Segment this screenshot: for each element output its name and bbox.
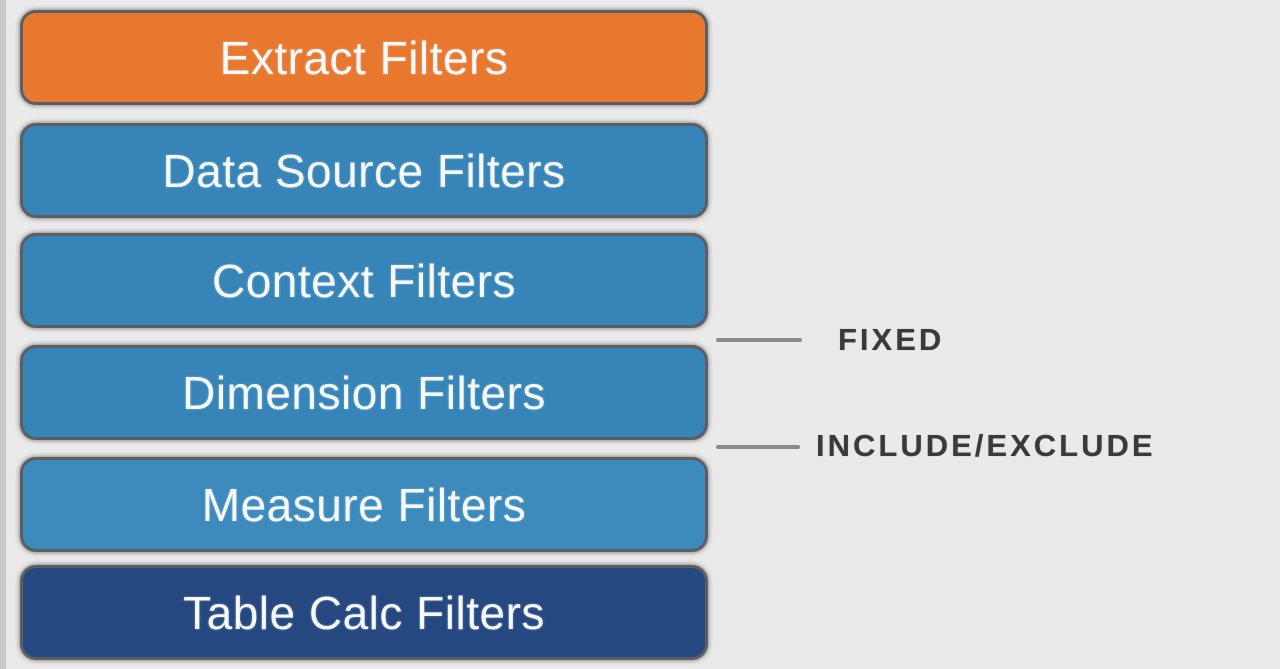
filter-box-label: Extract Filters	[219, 31, 509, 84]
filter-box-data-source: Data Source Filters	[20, 123, 708, 218]
left-edge-strip	[0, 0, 6, 669]
annotation-include-exclude: INCLUDE/EXCLUDE	[816, 428, 1156, 463]
annotation-fixed: FIXED	[838, 322, 945, 357]
filter-box-measure: Measure Filters	[20, 457, 708, 552]
filter-box-label: Measure Filters	[201, 478, 527, 531]
filter-box-extract: Extract Filters	[20, 10, 708, 105]
connector-line-fixed	[716, 338, 802, 342]
filter-box-table-calc: Table Calc Filters	[20, 565, 708, 660]
filter-box-label: Dimension Filters	[182, 366, 546, 419]
filter-box-context: Context Filters	[20, 233, 708, 328]
filter-box-label: Context Filters	[211, 254, 517, 307]
filter-box-dimension: Dimension Filters	[20, 345, 708, 440]
connector-line-include-exclude	[716, 445, 800, 449]
filter-box-label: Table Calc Filters	[183, 586, 545, 639]
filter-box-label: Data Source Filters	[162, 144, 566, 197]
